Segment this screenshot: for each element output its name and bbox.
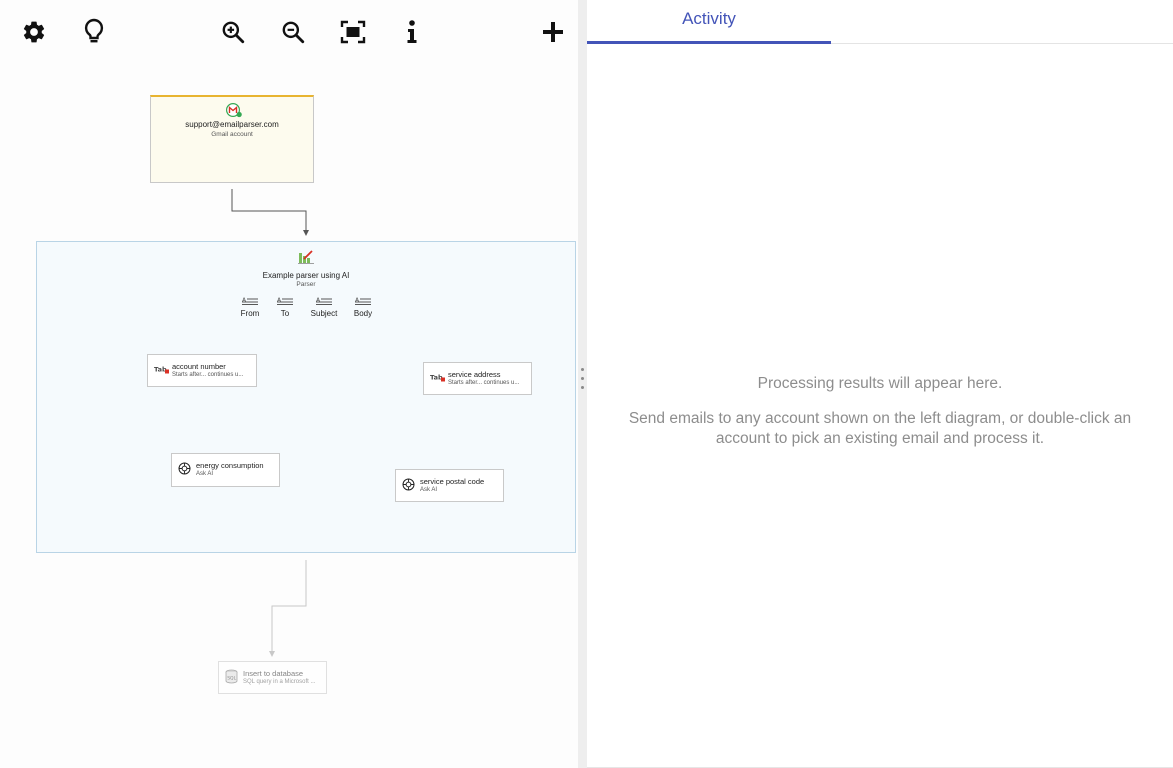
svg-text:SQL: SQL: [227, 675, 236, 681]
field-label: From: [240, 309, 260, 318]
diagram-pane[interactable]: support@emailparser.com Gmail account Ex…: [0, 0, 578, 768]
fit-to-screen-icon: [340, 20, 366, 44]
rule-subtitle: Ask AI: [420, 486, 438, 493]
svg-text:A: A: [316, 297, 321, 304]
gmail-icon: [225, 102, 243, 121]
field-label: Subject: [310, 309, 338, 318]
openai-icon: [178, 462, 191, 478]
zoom-out-icon: [280, 19, 306, 45]
text-capture-icon: Tab: [430, 372, 446, 385]
svg-text:Tab: Tab: [430, 373, 443, 381]
zoom-out-button[interactable]: [275, 14, 311, 50]
text-capture-icon: Tab: [154, 364, 170, 377]
rule-service-address[interactable]: Tab service address Starts after... cont…: [423, 362, 532, 395]
parser-title: Example parser using AI: [262, 271, 350, 280]
lightbulb-icon: [82, 18, 106, 46]
field-from[interactable]: A From: [233, 296, 267, 318]
sql-database-icon: SQL: [225, 669, 238, 686]
tab-activity[interactable]: Activity: [587, 0, 831, 44]
field-label: To: [280, 309, 290, 318]
empty-state-hint: Send emails to any account shown on the …: [628, 410, 1132, 447]
zoom-in-button[interactable]: [215, 14, 251, 50]
parser-icon: [298, 250, 314, 269]
parser-node[interactable]: Example parser using AI Parser A From A …: [36, 241, 576, 553]
text-field-icon: A: [316, 297, 332, 305]
zoom-in-icon: [220, 19, 246, 45]
rule-title: service postal code: [420, 476, 485, 486]
svg-text:A: A: [242, 297, 247, 304]
empty-state-title: Processing results will appear here.: [757, 375, 1003, 392]
text-field-icon: A: [277, 297, 293, 305]
rule-title: account number: [172, 361, 226, 371]
activity-empty-state: Processing results will appear here. Sen…: [611, 374, 1149, 449]
database-action-node[interactable]: SQL Insert to database SQL query in a Mi…: [218, 661, 327, 694]
pane-splitter[interactable]: [578, 0, 587, 768]
tips-button[interactable]: [76, 14, 112, 50]
text-field-icon: A: [355, 297, 371, 305]
action-title: Insert to database: [243, 668, 304, 678]
splitter-handle-icon: [580, 368, 585, 395]
tab-bar: Activity: [587, 0, 1173, 44]
openai-icon: [402, 478, 415, 494]
rule-service-postal-code[interactable]: service postal code Ask AI: [395, 469, 504, 502]
activity-pane: Activity Processing results will appear …: [587, 0, 1173, 768]
field-body[interactable]: A Body: [346, 296, 380, 318]
svg-text:A: A: [355, 297, 360, 304]
parser-subtitle: Parser: [296, 281, 316, 288]
add-button[interactable]: [535, 14, 571, 50]
tab-activity-label: Activity: [682, 9, 736, 28]
rule-subtitle: Starts after... continues u...: [172, 371, 244, 378]
email-account-title: support@emailparser.com: [185, 120, 279, 129]
field-to[interactable]: A To: [268, 296, 302, 318]
settings-button[interactable]: [16, 14, 52, 50]
gear-icon: [21, 19, 47, 45]
field-subject[interactable]: A Subject: [307, 296, 341, 318]
fit-to-screen-button[interactable]: [335, 14, 371, 50]
rule-energy-consumption[interactable]: energy consumption Ask AI: [171, 453, 280, 487]
rule-title: service address: [448, 369, 501, 379]
rule-title: energy consumption: [196, 461, 264, 470]
info-icon: [406, 19, 418, 45]
action-subtitle: SQL query in a Microsoft ...: [243, 678, 316, 685]
rule-subtitle: Starts after... continues u...: [448, 379, 520, 386]
field-label: Body: [353, 309, 373, 318]
rule-subtitle: Ask AI: [196, 471, 214, 477]
svg-text:A: A: [277, 297, 282, 304]
svg-text:Tab: Tab: [154, 365, 167, 373]
plus-icon: [542, 21, 564, 43]
email-account-node[interactable]: support@emailparser.com Gmail account: [150, 95, 314, 183]
email-account-subtitle: Gmail account: [211, 131, 253, 138]
info-button[interactable]: [394, 14, 430, 50]
text-field-icon: A: [242, 297, 258, 305]
rule-account-number[interactable]: Tab account number Starts after... conti…: [147, 354, 257, 387]
